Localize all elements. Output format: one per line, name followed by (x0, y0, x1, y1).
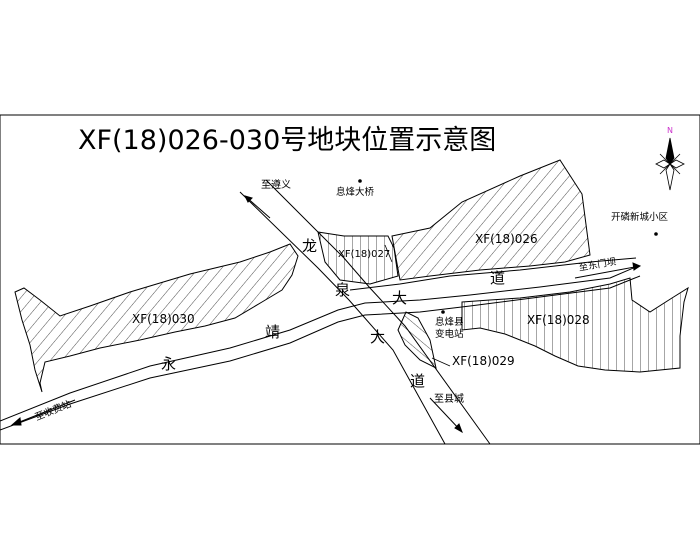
east-road-branch (349, 257, 637, 291)
parcel-027 (317, 231, 399, 285)
plot027-leader (384, 244, 393, 263)
landmark-bridge: 息烽大桥 (336, 187, 375, 198)
plot-label-030: XF(18)030 (132, 312, 195, 326)
substation-dot (441, 310, 445, 314)
road-label-dao-upper: 道 (490, 269, 506, 287)
xincheng-dot (654, 232, 658, 236)
plot-label-028: XF(18)028 (527, 313, 590, 327)
arrow-xiancheng (429, 397, 463, 434)
plot-label-027: XF(18)027 (338, 249, 391, 260)
landmark-xincheng: 开磷新城小区 (611, 212, 669, 223)
road-label-da-lower: 大 (370, 328, 386, 346)
parcel-026 (391, 159, 591, 281)
road-label-yong: 永 (161, 355, 177, 373)
arrow-shoufeizhan (10, 399, 76, 426)
road-label-jing: 靖 (265, 323, 281, 341)
landmark-substation-line2: 变电站 (435, 329, 464, 340)
road-label-da-upper: 大 (392, 289, 408, 307)
parcel-030 (14, 243, 299, 393)
road-label-dao-lower: 道 (410, 372, 426, 390)
arrow-zunyi (244, 195, 271, 219)
plot-label-029: XF(18)029 (452, 354, 515, 368)
parcel-028 (461, 277, 689, 373)
plot-label-026: XF(18)026 (475, 232, 538, 246)
landmark-substation-line1: 息烽县 (435, 317, 464, 328)
map-title: XF(18)026-030号地块位置示意图 (78, 125, 497, 156)
road-label-quan: 泉 (335, 281, 351, 299)
north-label: N (667, 126, 673, 135)
yongjing-road (0, 265, 641, 431)
road-label-long: 龙 (302, 237, 318, 255)
plot029-leader (431, 357, 451, 367)
north-arrow-icon (655, 137, 685, 191)
arrow-dongmenba (574, 262, 642, 279)
bridge-dot (358, 179, 362, 183)
direction-xiancheng: 至县城 (434, 394, 464, 405)
direction-zunyi: 至遵义 (261, 180, 291, 191)
